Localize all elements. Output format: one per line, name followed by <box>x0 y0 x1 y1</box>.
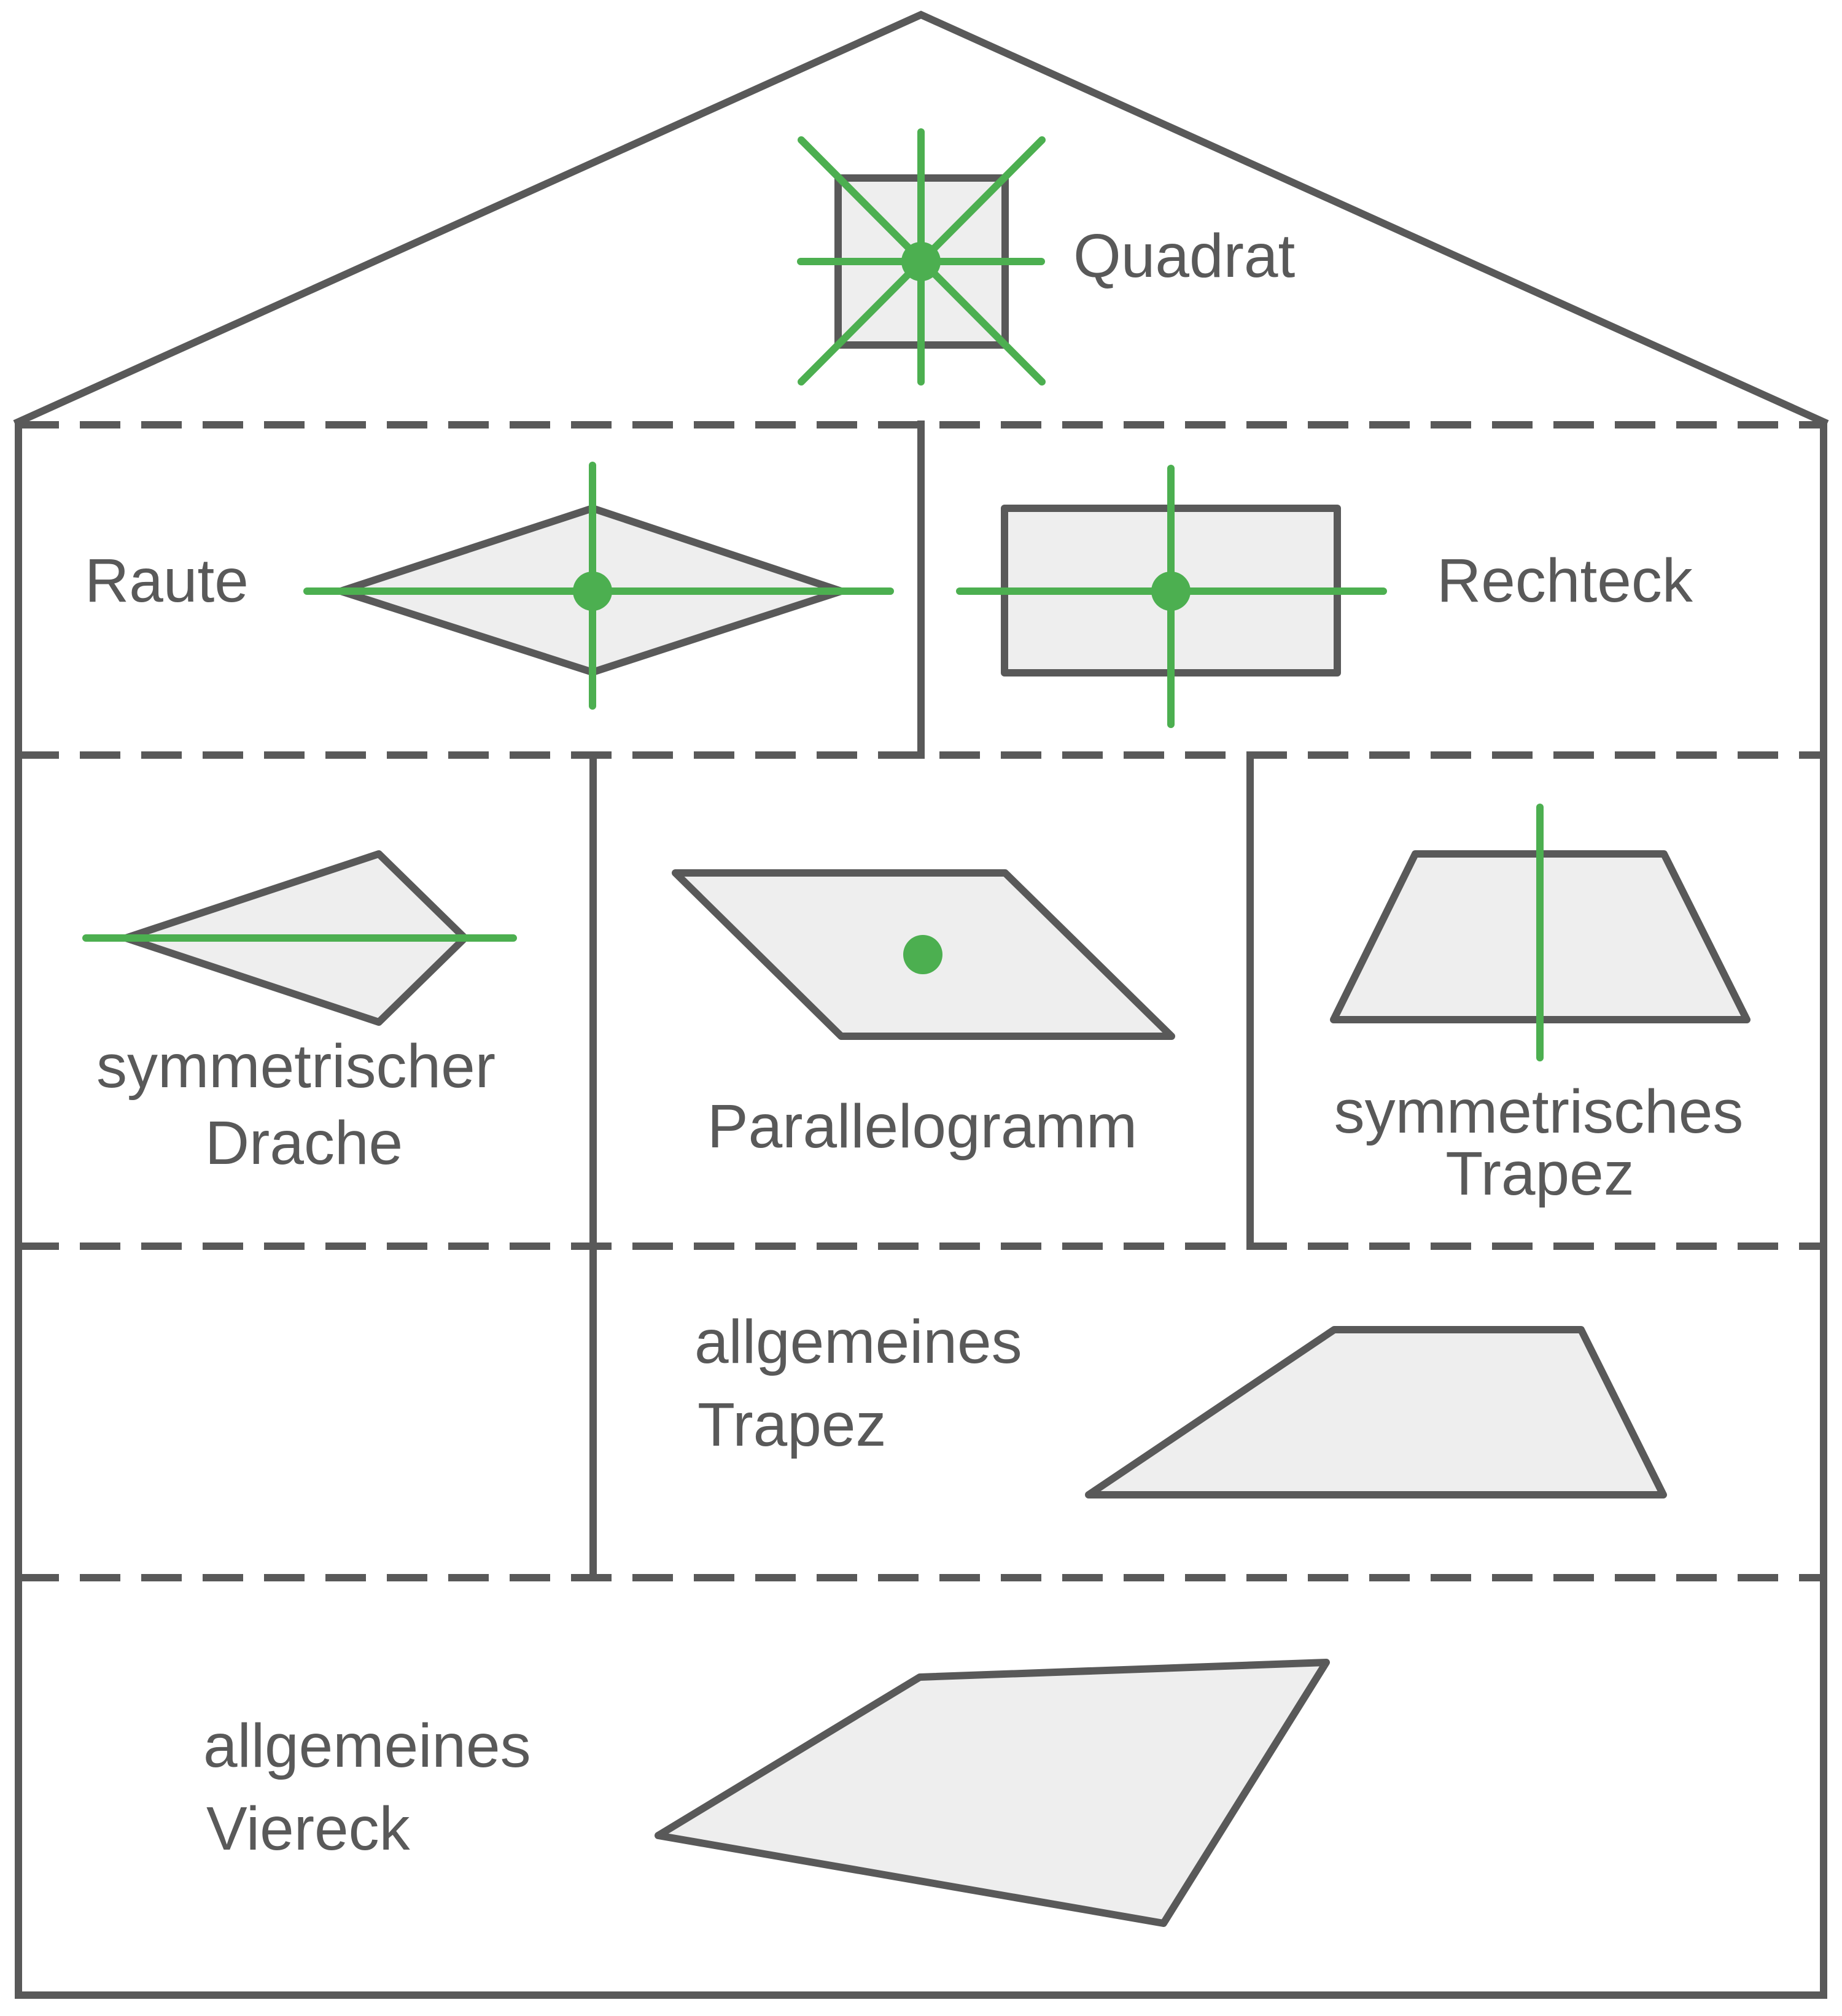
parallelogramm-center-point <box>903 935 942 974</box>
label-allg-trapez-line1: allgemeines <box>694 1308 1022 1376</box>
quadrat-center-point <box>901 242 941 281</box>
label-raute: Raute <box>85 546 249 615</box>
rechteck-center-point <box>1151 572 1191 611</box>
label-parallelogramm: Parallelogramm <box>707 1092 1137 1161</box>
label-rechteck: Rechteck <box>1437 546 1693 615</box>
label-allg-viereck-line1: allgemeines <box>203 1712 531 1780</box>
label-allg-trapez-line2: Trapez <box>698 1390 887 1459</box>
allg-viereck-shape <box>655 1659 1330 1927</box>
label-drache-line1: symmetrischer <box>96 1032 495 1101</box>
label-quadrat: Quadrat <box>1073 222 1296 290</box>
label-sym-trapez-line2: Trapez <box>1445 1139 1634 1208</box>
house-roof <box>13 10 1829 427</box>
label-sym-trapez-line1: symmetrisches <box>1334 1077 1744 1146</box>
raute-center-point <box>573 572 612 611</box>
allg-trapez-shape <box>1085 1326 1667 1498</box>
label-drache-line2: Drache <box>205 1109 403 1177</box>
label-allg-viereck-line2: Viereck <box>206 1794 411 1863</box>
